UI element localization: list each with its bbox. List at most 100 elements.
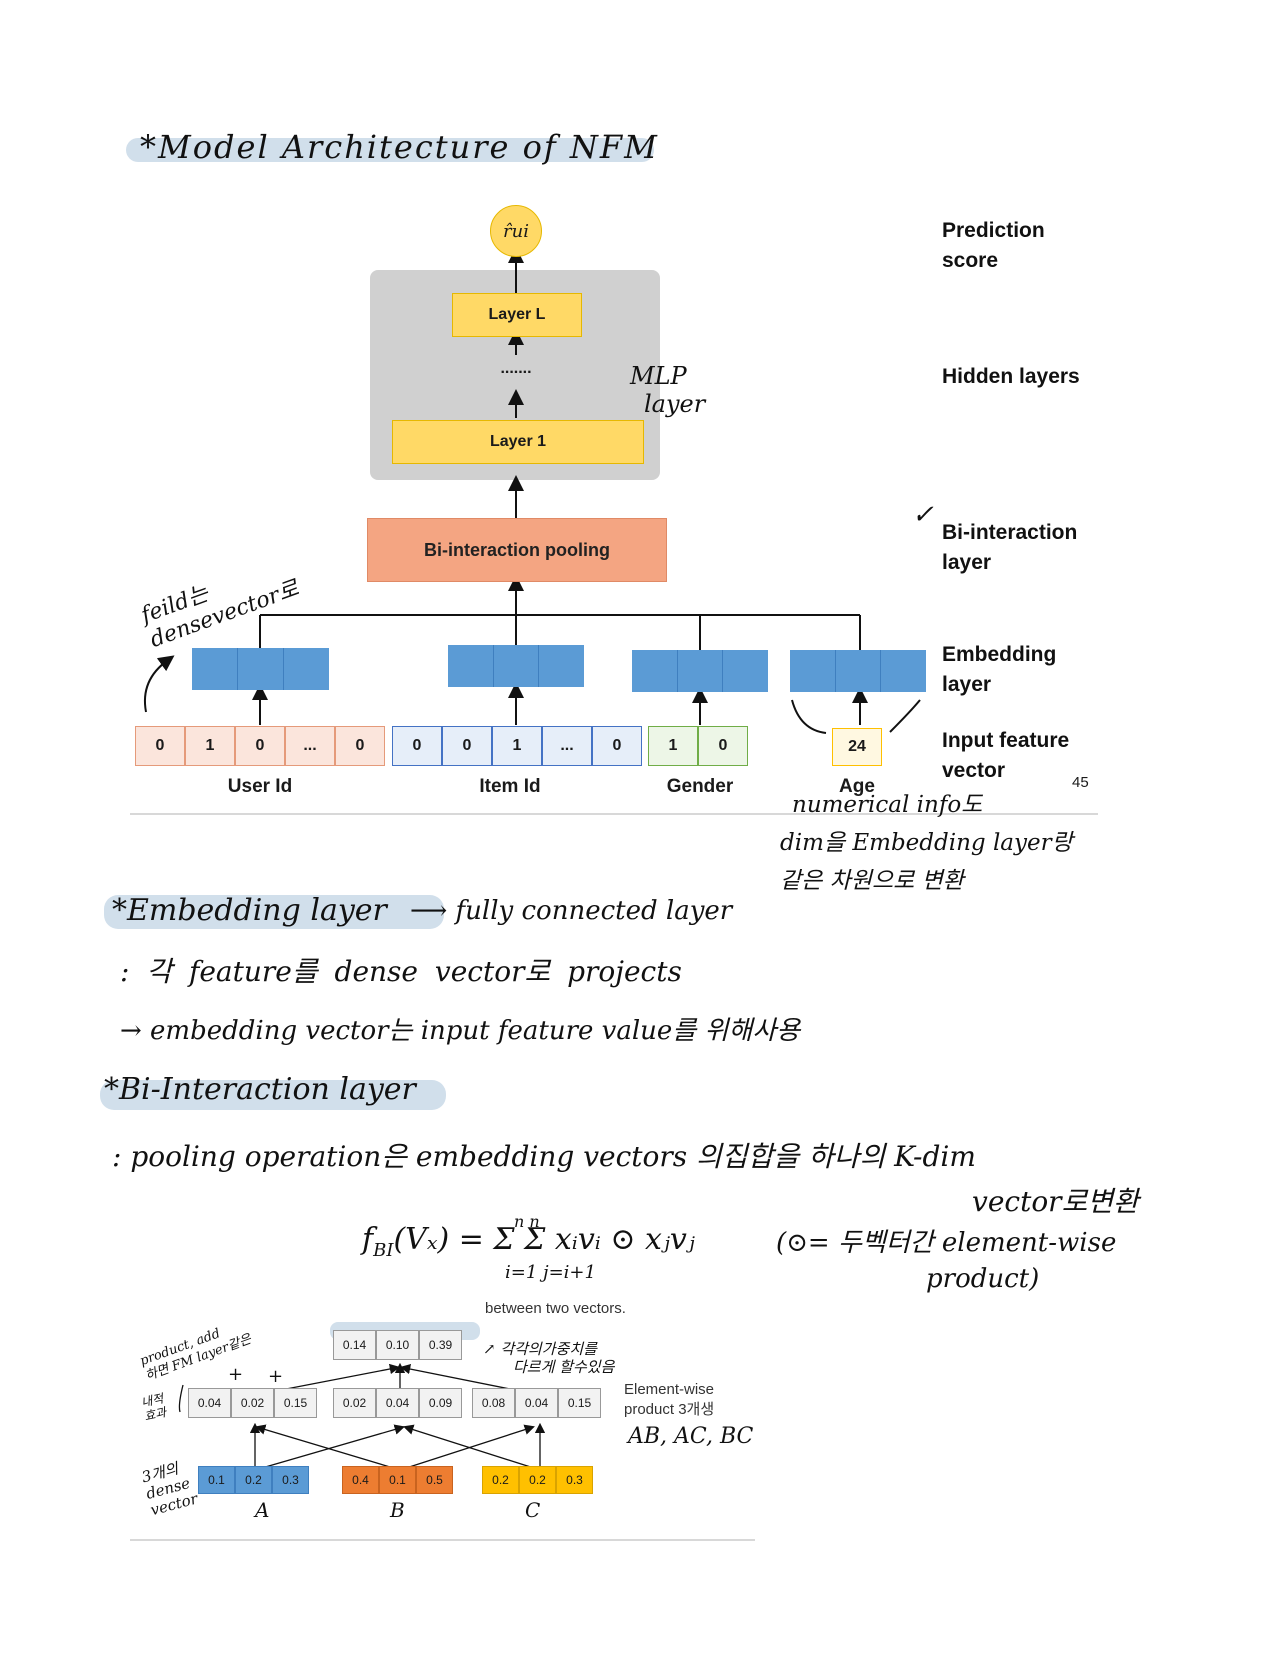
vector-c-cell: 0.2 xyxy=(482,1466,519,1494)
vector-b-cell: 0.4 xyxy=(342,1466,379,1494)
field-label-user: User Id xyxy=(227,776,293,797)
layer-l-box: Layer L xyxy=(452,293,582,337)
user-cell: 0 xyxy=(235,726,285,766)
numeric-note: numerical info도 dim을 Embedding layer랑 같은… xyxy=(780,786,1073,900)
formula-sub: BI xyxy=(373,1240,394,1261)
element-wise-2: product 3개생 xyxy=(624,1401,715,1418)
numeric-note-1: numerical info도 xyxy=(792,792,983,818)
gender-cell: 0 xyxy=(698,726,748,766)
item-cell: 1 xyxy=(492,726,542,766)
embedding-heading: *Embedding layer xyxy=(112,893,387,928)
pairs-note: AB, AC, BC xyxy=(628,1424,754,1449)
weight-note-1: ↗ 각각의가중치를 xyxy=(483,1340,597,1358)
product-cell: 0.15 xyxy=(274,1388,317,1418)
formula-n: n n xyxy=(514,1212,540,1231)
formula: fBI(Vₓ) = Σ Σ xᵢvᵢ ⊙ xⱼvⱼ xyxy=(362,1222,695,1261)
label-embedding-line2: layer xyxy=(942,673,992,696)
field-label-gender: Gender xyxy=(666,776,734,797)
product-cell: 0.02 xyxy=(231,1388,274,1418)
product-cell: 0.04 xyxy=(188,1388,231,1418)
vector-c-cell: 0.3 xyxy=(556,1466,593,1494)
formula-note: (⊙= 두벡터간 element-wise product) xyxy=(776,1225,1116,1297)
embedding-arrow-note: ⟶ fully connected layer xyxy=(410,896,733,926)
label-hidden-layers: Hidden layers xyxy=(942,365,1080,388)
label-a: A xyxy=(255,1498,270,1522)
embedding-line-2: → embedding vector는 input feature value를… xyxy=(120,1016,801,1046)
embedding-user xyxy=(192,648,329,690)
embedding-gender xyxy=(632,650,768,692)
user-cell: ... xyxy=(285,726,335,766)
age-cell: 24 xyxy=(832,728,882,766)
user-cell: 0 xyxy=(135,726,185,766)
bi-interaction-pooling-box: Bi-interaction pooling xyxy=(367,518,667,582)
bi-line-1: : pooling operation은 embedding vectors 의… xyxy=(112,1140,976,1173)
layer-dots: ....... xyxy=(500,360,532,377)
bi-heading: *Bi-Interaction layer xyxy=(104,1072,416,1107)
mlp-note-line2: layer xyxy=(644,390,706,418)
numeric-note-2: dim을 Embedding layer랑 xyxy=(780,830,1073,856)
label-bi-line2: layer xyxy=(942,551,992,574)
label-c: C xyxy=(525,1498,541,1522)
bi-line-2: vector로변환 xyxy=(972,1185,1139,1218)
formula-note-1: (⊙= 두벡터간 element-wise xyxy=(776,1228,1117,1258)
gender-cell: 1 xyxy=(648,726,698,766)
numeric-note-3: 같은 차원으로 변환 xyxy=(780,868,964,894)
vector-a-cell: 0.1 xyxy=(198,1466,235,1494)
element-wise-note: Element-wise product 3개생 xyxy=(624,1380,714,1420)
item-cell: 0 xyxy=(442,726,492,766)
label-b: B xyxy=(390,1498,405,1522)
mlp-note-line1: MLP xyxy=(630,362,687,390)
item-cell: ... xyxy=(542,726,592,766)
user-cell: 1 xyxy=(185,726,235,766)
page-title: *Model Architecture of NFM xyxy=(140,128,659,166)
sum-cell: 0.39 xyxy=(419,1330,462,1360)
product-cell: 0.15 xyxy=(558,1388,601,1418)
page-number: 45 xyxy=(1072,774,1089,791)
label-prediction-score: Prediction score xyxy=(942,216,1045,276)
product-cell: 0.09 xyxy=(419,1388,462,1418)
plus-sign-2: + xyxy=(268,1366,284,1387)
field-label-age: Age xyxy=(839,776,875,797)
label-prediction-line2: score xyxy=(942,249,999,272)
plus-sign-1: + xyxy=(228,1364,244,1385)
vector-c-cell: 0.2 xyxy=(519,1466,556,1494)
item-cell: 0 xyxy=(592,726,642,766)
item-cell: 0 xyxy=(392,726,442,766)
embedding-line-1: : 각 feature를 dense vector로 projects xyxy=(120,955,682,988)
weight-note: ↗ 각각의가중치를 다르게 할수있음 xyxy=(483,1340,614,1376)
sum-cell: 0.14 xyxy=(333,1330,376,1360)
vector-a-cell: 0.3 xyxy=(272,1466,309,1494)
layer-1-box: Layer 1 xyxy=(392,420,644,464)
mlp-note: MLP layer xyxy=(630,362,705,418)
label-embedding: Embedding layer xyxy=(942,640,1056,700)
weight-note-2: 다르게 할수있음 xyxy=(513,1358,615,1376)
embedding-item xyxy=(448,645,584,687)
prediction-symbol: r̂ui xyxy=(503,220,529,242)
vector-b-cell: 0.1 xyxy=(379,1466,416,1494)
formula-f: f xyxy=(362,1222,374,1257)
label-input-feature: Input feature vector xyxy=(942,726,1069,786)
product-cell: 0.08 xyxy=(472,1388,515,1418)
vector-b-cell: 0.5 xyxy=(416,1466,453,1494)
formula-limits: i=1 j=i+1 xyxy=(505,1262,596,1283)
product-cell: 0.04 xyxy=(515,1388,558,1418)
label-prediction-line1: Prediction xyxy=(942,219,1045,242)
label-input-line1: Input feature xyxy=(942,729,1070,752)
user-cell: 0 xyxy=(335,726,385,766)
check-mark-icon: ✓ xyxy=(912,500,934,530)
label-input-line2: vector xyxy=(942,759,1006,782)
label-bi-line1: Bi-interaction xyxy=(942,521,1078,544)
prediction-node: r̂ui xyxy=(490,205,542,257)
element-wise-1: Element-wise xyxy=(624,1381,715,1398)
field-label-item: Item Id xyxy=(479,776,541,797)
sum-cell: 0.10 xyxy=(376,1330,419,1360)
label-bi-interaction: Bi-interaction layer xyxy=(942,518,1077,578)
vector-a-cell: 0.2 xyxy=(235,1466,272,1494)
embedding-age xyxy=(790,650,926,692)
label-embedding-line1: Embedding xyxy=(942,643,1057,666)
between-text: between two vectors. xyxy=(485,1300,626,1317)
formula-note-2: product) xyxy=(926,1264,1040,1294)
formula-rest: (Vₓ) = Σ Σ xᵢvᵢ ⊙ xⱼvⱼ xyxy=(393,1222,695,1257)
product-cell: 0.04 xyxy=(376,1388,419,1418)
product-cell: 0.02 xyxy=(333,1388,376,1418)
